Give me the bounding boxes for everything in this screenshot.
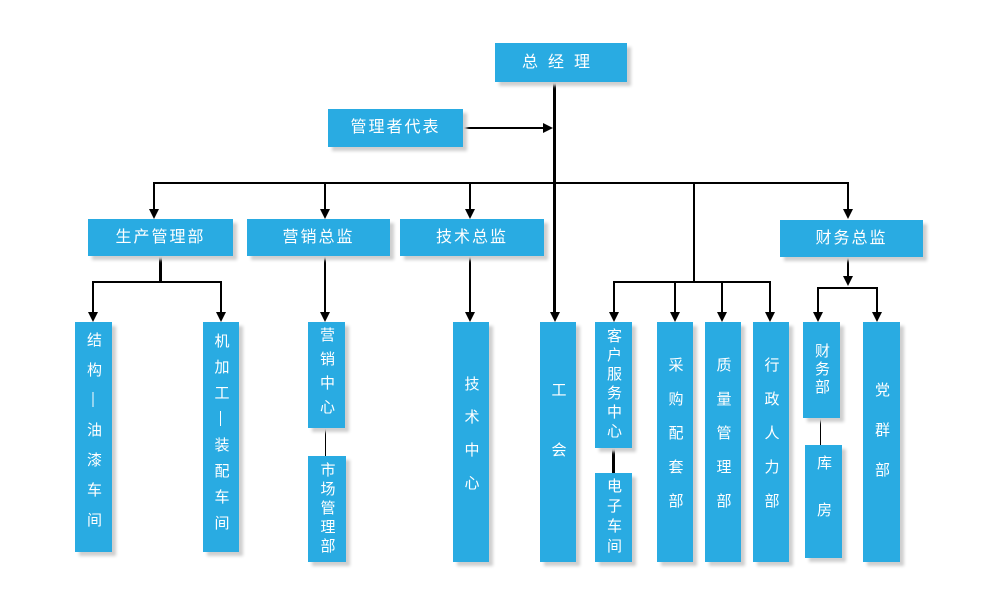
connector-marketing-stem [324, 256, 326, 312]
node-finance-director: 财务总监 [780, 220, 923, 257]
arrow-finance-stem-icon [843, 276, 853, 286]
arrow-party-icon [872, 312, 882, 322]
node-electronics-workshop: 电子车间 [595, 473, 632, 562]
node-structure-paint-workshop: 结构—油漆车间 [75, 322, 112, 552]
connector-drop-tech [469, 182, 471, 210]
arrow-machining-icon [216, 312, 226, 322]
connector-drop-admin-hr [769, 281, 771, 312]
node-tech-center: 技术中心 [453, 322, 489, 562]
connector-mid-stem [693, 182, 695, 283]
connector-drop-quality [721, 281, 723, 312]
arrow-tech-icon [465, 209, 475, 219]
connector-drop-production [153, 182, 155, 210]
node-machining-assembly-workshop: 机加工—装配车间 [203, 322, 239, 552]
node-customer-service-center: 客户服务中心 [595, 322, 632, 448]
arrow-quality-icon [717, 312, 727, 322]
node-general-manager: 总经理 [495, 43, 627, 82]
arrow-admin-hr-icon [765, 312, 775, 322]
arrow-finance-dept-icon [813, 312, 823, 322]
arrow-production-icon [149, 209, 159, 219]
node-marketing-director: 营销总监 [247, 219, 390, 256]
node-quality-mgmt-dept: 质量管理部 [705, 322, 741, 562]
connector-finance-stem [847, 257, 849, 276]
node-management-representative: 管理者代表 [328, 109, 463, 147]
connector-finance-subbranch [818, 287, 878, 289]
arrow-purchasing-icon [670, 312, 680, 322]
connector-drop-customer-service [613, 281, 615, 312]
arrow-customer-service-icon [609, 312, 619, 322]
node-production-dept: 生产管理部 [88, 219, 233, 256]
arrow-tech-center-icon [465, 312, 475, 322]
connector-trunk [553, 82, 556, 313]
arrow-marketing-icon [320, 209, 330, 219]
connector-production-subbranch [92, 281, 222, 283]
connector-drop-structure [92, 281, 94, 312]
connector-mid-subbranch [613, 281, 771, 283]
connector-drop-marketing [324, 182, 326, 210]
arrow-finance-icon [843, 209, 853, 219]
connector-warehouse [820, 418, 821, 445]
connector-drop-finance-dept [817, 287, 819, 312]
node-marketing-center: 营销中心 [308, 322, 345, 428]
connector-drop-machining [220, 281, 222, 312]
arrow-rep-right-icon [543, 123, 553, 133]
node-finance-dept: 财务部 [803, 322, 840, 418]
connector-drop-purchasing [674, 281, 676, 312]
connector-branch [154, 182, 849, 184]
node-purchasing-support-dept: 采购配套部 [657, 322, 693, 562]
node-market-mgmt-dept: 市场管理部 [308, 456, 346, 562]
connector-electronics [612, 448, 615, 473]
node-party-masses-dept: 党群部 [863, 322, 900, 562]
arrow-trunk-down-icon [550, 312, 560, 322]
connector-tech-stem [469, 256, 471, 312]
connector-rep [463, 127, 544, 129]
connector-market-mgmt [325, 428, 326, 456]
node-tech-director: 技术总监 [400, 219, 544, 256]
arrow-marketing-center-icon [320, 312, 330, 322]
connector-production-stem [159, 256, 162, 283]
connector-drop-party [876, 287, 878, 312]
connector-drop-finance [847, 182, 849, 210]
node-admin-hr-dept: 行政人力部 [753, 322, 789, 562]
arrow-structure-icon [88, 312, 98, 322]
node-labor-union: 工会 [540, 322, 576, 562]
node-warehouse: 库房 [805, 445, 842, 558]
